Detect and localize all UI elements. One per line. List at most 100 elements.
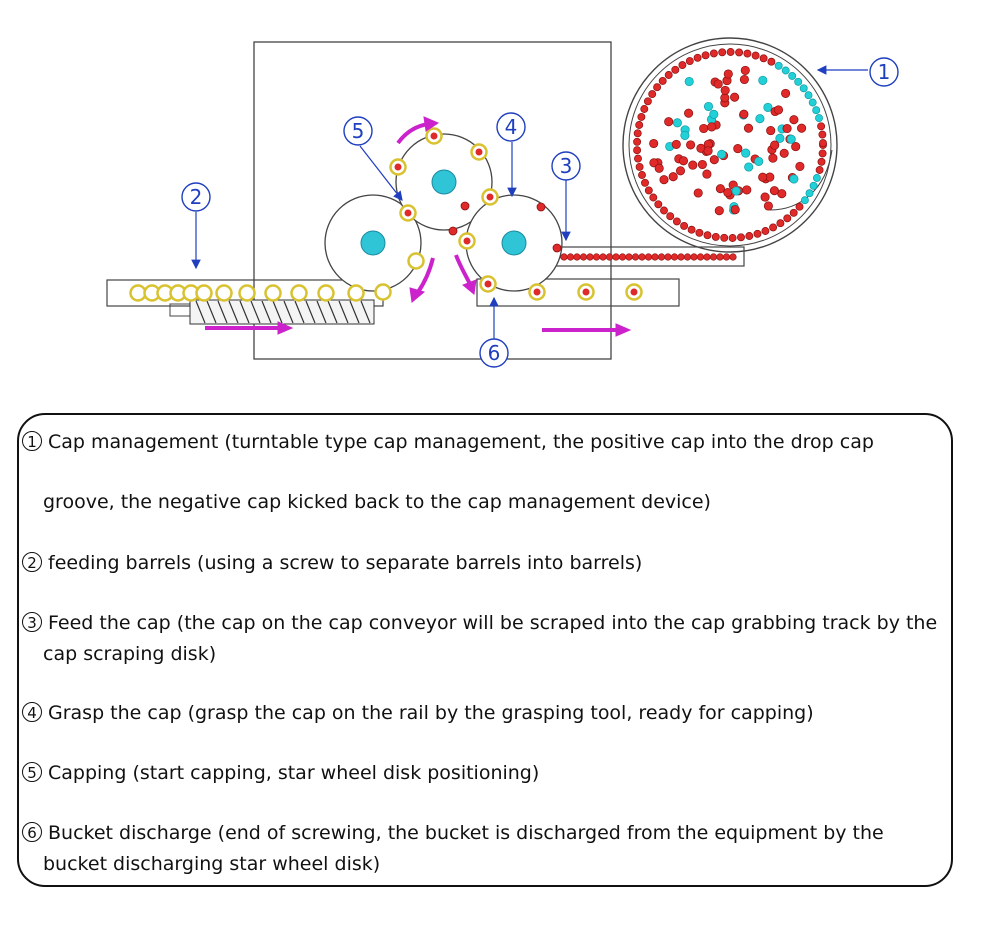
barrel-cap (430, 132, 438, 140)
barrel-marker (347, 284, 365, 302)
sorter-cap (703, 101, 714, 112)
callout-6-label: 6 (488, 341, 501, 365)
sorter-cap (791, 142, 801, 152)
sorter-cap (703, 231, 712, 240)
barrel-cap (463, 237, 471, 245)
sorter-cap (758, 75, 768, 85)
sorter-cap (686, 140, 696, 150)
sorter-cap (730, 205, 740, 215)
cap-dot (605, 253, 614, 261)
legend-text-1-cont: groove, the negative cap kicked back to … (43, 491, 711, 513)
callout-6: 6 (479, 338, 509, 368)
cap-dot (592, 253, 601, 261)
capping-machine-diagram: 1 2 3 4 5 6 (106, 37, 899, 368)
cap-dot (716, 253, 724, 261)
cap-dot (709, 253, 718, 261)
barrel-marker (238, 284, 256, 302)
sorter-cap (664, 117, 674, 127)
sorter-cap (779, 148, 789, 158)
sorter-cap (684, 108, 694, 118)
legend-text-6: Bucket discharge (end of screwing, the b… (48, 822, 884, 844)
cap-dot (664, 253, 672, 261)
sorter-cap (760, 192, 770, 202)
sorter-cap (769, 223, 778, 232)
legend-text-5: Capping (start capping, star wheel disk … (48, 762, 540, 784)
sorter-cap (741, 148, 751, 158)
callout-3: 3 (551, 151, 581, 181)
sorter-cap (758, 172, 768, 182)
sorter-cap (812, 106, 821, 115)
cap-dot (631, 253, 640, 261)
callout-2: 2 (181, 182, 211, 212)
cap-dot (638, 253, 646, 261)
sorter-cap (804, 91, 813, 100)
sorter-cap (687, 225, 696, 234)
callout-1: 1 (869, 57, 899, 87)
sorter-cap (809, 181, 818, 190)
sorter-cap (767, 57, 776, 66)
sorter-cap (761, 227, 770, 235)
star-wheel-left (324, 194, 422, 292)
sorter-cap (782, 123, 792, 134)
sorter-cap (812, 174, 821, 182)
sorter-cap (664, 71, 673, 79)
sorter-cap (699, 123, 709, 134)
sorter-cap (751, 51, 760, 60)
sorter-cap (637, 112, 646, 121)
legend-num-4: 4 (22, 702, 42, 722)
sorter-cap (671, 65, 680, 74)
barrel-cap (475, 148, 483, 156)
sorter-cap (697, 159, 707, 170)
cap-markers (448, 201, 737, 261)
barrel-marker (195, 284, 213, 302)
sorter-cap (815, 166, 824, 174)
cap-dot (573, 253, 581, 261)
cap-dot (677, 253, 685, 261)
sorter-cap (678, 156, 689, 166)
sorter-cap (644, 186, 653, 195)
sorter-cap (769, 186, 779, 196)
sorter-cap (773, 105, 784, 115)
cap-sorter-turntable (622, 37, 838, 253)
sorter-cap (703, 146, 713, 156)
barrel-marker (317, 284, 335, 302)
sorter-cap (720, 85, 730, 95)
sorter-cap (728, 234, 737, 242)
sorter-cap (709, 49, 718, 58)
sorter-cap (701, 51, 710, 60)
callout-3-label: 3 (560, 154, 573, 178)
sorter-cap (643, 97, 652, 106)
sorter-cap (660, 206, 668, 215)
sorter-cap (653, 83, 662, 92)
sorter-cap (633, 146, 642, 155)
legend-text-3: Feed the cap (the cap on the cap conveyo… (48, 612, 938, 634)
barrel-marker (264, 284, 282, 302)
cap-dot (612, 253, 620, 261)
sorter-cap (742, 185, 752, 195)
sorter-cap (795, 161, 805, 171)
sorter-cap (735, 48, 744, 57)
machine-frame (253, 41, 612, 360)
cap-dot (560, 253, 568, 261)
callout-1-label: 1 (878, 60, 891, 84)
sorter-cap (739, 109, 749, 119)
sorter-cap (800, 196, 809, 205)
barrel-cap (404, 209, 412, 217)
legend-text-1: Cap management (turntable type cap manag… (48, 431, 874, 453)
sorter-cap (797, 123, 807, 133)
legend-text-6-cont: bucket discharging star wheel disk) (43, 853, 381, 875)
sorter-cap (717, 149, 727, 159)
cap-dot (625, 253, 633, 261)
sorter-cap (759, 54, 768, 63)
sorter-cap (684, 76, 694, 87)
sorter-cap (713, 79, 723, 89)
sorter-cap (774, 61, 783, 70)
sorter-cap (680, 130, 690, 140)
sorter-caps (633, 48, 827, 242)
cap-dot (644, 253, 653, 261)
callout-leaders (191, 65, 868, 339)
sorter-cap (808, 98, 817, 107)
